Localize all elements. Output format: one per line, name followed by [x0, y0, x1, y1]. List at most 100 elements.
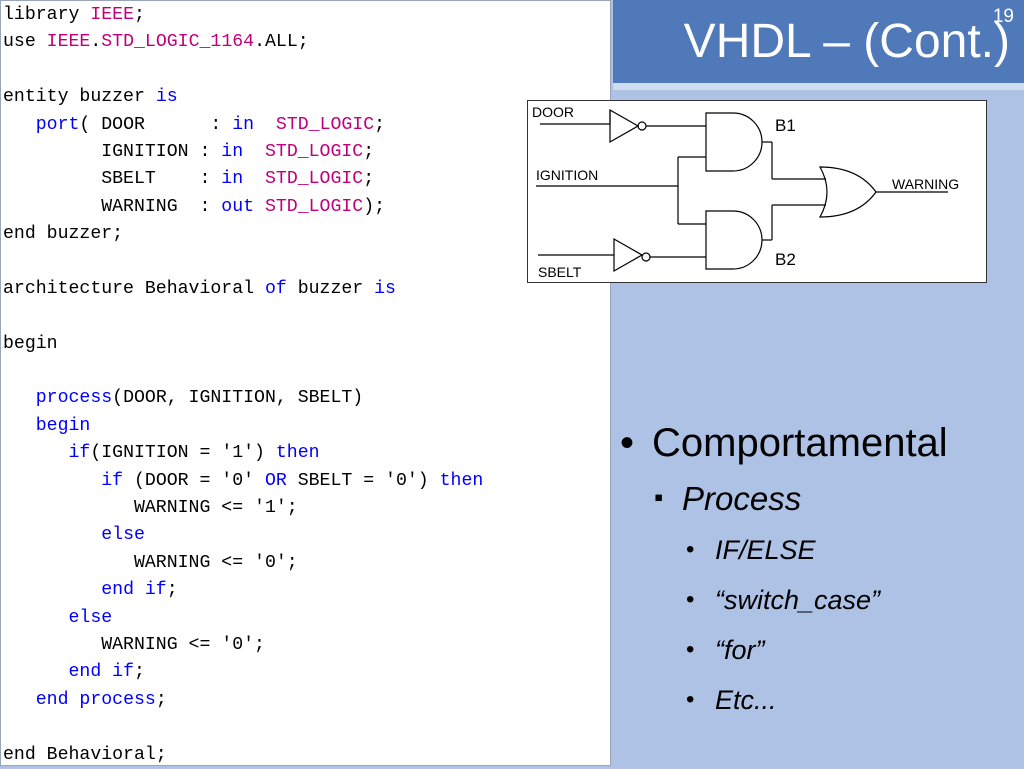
- code-token: OR: [264, 470, 287, 491]
- code-token: (DOOR, IGNITION, SBELT): [112, 388, 364, 409]
- code-token: use: [3, 32, 47, 53]
- code-token: end if: [68, 662, 135, 683]
- logic-circuit-diagram: DOOR IGNITION SBELT B1 B2 WARNING: [527, 100, 987, 283]
- label-ignition: IGNITION: [536, 167, 598, 183]
- code-token: port: [35, 114, 80, 135]
- code-token: .: [90, 32, 102, 53]
- code-line: library IEEE;: [3, 2, 483, 29]
- code-token: of: [264, 278, 287, 299]
- bullet-level3-item: “switch_case”: [620, 582, 1020, 618]
- code-line: if(IGNITION = '1') then: [3, 440, 483, 467]
- code-line: if (DOOR = '0' OR SBELT = '0') then: [3, 468, 483, 495]
- code-line: [3, 249, 483, 276]
- bullet-level3-item: Etc...: [620, 682, 1020, 718]
- code-token: end buzzer;: [3, 224, 124, 245]
- code-token: [243, 169, 265, 189]
- code-token: if: [68, 443, 91, 464]
- code-token: else: [68, 607, 113, 628]
- code-token: (DOOR = '0': [123, 470, 265, 491]
- code-line: end Behavioral;: [3, 742, 483, 769]
- code-token: [254, 115, 276, 135]
- code-line: entity buzzer is: [3, 84, 483, 111]
- code-token: ;: [155, 689, 167, 710]
- door-inverter: [609, 108, 640, 144]
- title-divider: [613, 83, 1024, 90]
- code-token: [3, 525, 101, 545]
- code-token: STD_LOGIC: [264, 141, 364, 162]
- code-token: end process: [35, 689, 156, 710]
- code-token: begin: [35, 415, 91, 436]
- code-token: architecture Behavioral: [3, 278, 265, 299]
- code-token: WARNING <= '1';: [3, 498, 298, 519]
- label-b1: B1: [775, 116, 796, 135]
- code-token: IGNITION :: [3, 141, 222, 162]
- circuit-svg: DOOR IGNITION SBELT B1 B2 WARNING: [532, 104, 959, 280]
- label-door: DOOR: [532, 104, 574, 120]
- code-token: SBELT = '0'): [286, 470, 440, 491]
- code-line: WARNING <= '1';: [3, 495, 483, 522]
- code-token: SBELT :: [3, 169, 222, 190]
- code-line: IGNITION : in STD_LOGIC;: [3, 139, 483, 166]
- code-token: [3, 580, 101, 600]
- code-line: process(DOOR, IGNITION, SBELT): [3, 385, 483, 412]
- code-line: end if;: [3, 659, 483, 686]
- code-token: [3, 690, 36, 710]
- code-line: architecture Behavioral of buzzer is: [3, 276, 483, 303]
- code-token: [243, 142, 265, 162]
- label-warning: WARNING: [892, 176, 959, 192]
- slide-title: VHDL – (Cont.): [683, 15, 1010, 68]
- or-gate: [818, 166, 877, 218]
- code-token: [3, 115, 36, 135]
- code-token: buzzer: [286, 278, 375, 299]
- code-token: in: [221, 141, 244, 162]
- bullet-level3-item: “for”: [620, 632, 1020, 668]
- code-token: STD_LOGIC: [264, 196, 364, 217]
- code-token: then: [439, 470, 484, 491]
- code-token: [3, 443, 69, 463]
- code-line: port( DOOR : in STD_LOGIC;: [3, 112, 483, 139]
- bullet-level2: Process: [620, 476, 1020, 520]
- code-token: out: [221, 196, 255, 217]
- code-token: STD_LOGIC_1164: [101, 32, 255, 53]
- code-token: is: [374, 278, 396, 299]
- code-line: end buzzer;: [3, 221, 483, 248]
- code-token: WARNING :: [3, 196, 222, 217]
- code-line: [3, 714, 483, 741]
- code-token: end if: [101, 580, 167, 601]
- code-panel: library IEEE;use IEEE.STD_LOGIC_1164.ALL…: [0, 0, 611, 766]
- code-line: WARNING : out STD_LOGIC);: [3, 194, 483, 221]
- code-token: IEEE: [46, 32, 91, 53]
- code-token: [3, 662, 69, 682]
- code-line: else: [3, 522, 483, 549]
- code-token: );: [363, 196, 386, 217]
- code-token: in: [221, 169, 244, 190]
- code-token: [3, 416, 36, 436]
- code-token: ;: [363, 141, 375, 162]
- code-token: ;: [134, 662, 145, 683]
- bullet-level3-item: IF/ELSE: [620, 532, 1020, 568]
- code-token: begin: [3, 333, 58, 354]
- code-token: ;: [363, 169, 375, 190]
- code-line: end process;: [3, 687, 483, 714]
- code-token: process: [35, 388, 113, 409]
- code-line: begin: [3, 331, 483, 358]
- code-token: ;: [134, 5, 145, 25]
- slide-number: 19: [992, 6, 1014, 27]
- code-token: IEEE: [90, 5, 134, 25]
- code-line: else: [3, 605, 483, 632]
- code-token: then: [275, 443, 320, 464]
- code-line: [3, 303, 483, 330]
- code-token: [254, 197, 265, 217]
- code-token: WARNING <= '0';: [3, 634, 265, 655]
- code-token: end Behavioral;: [3, 744, 167, 765]
- bullet-level1: Comportamental: [620, 418, 1020, 468]
- bullet-list: Comportamental Process IF/ELSE “switch_c…: [620, 418, 1020, 732]
- code-token: STD_LOGIC: [264, 169, 364, 190]
- code-token: else: [101, 525, 145, 546]
- code-line: end if;: [3, 577, 483, 604]
- code-token: [3, 471, 101, 491]
- code-line: use IEEE.STD_LOGIC_1164.ALL;: [3, 29, 483, 56]
- vhdl-code-listing: library IEEE;use IEEE.STD_LOGIC_1164.ALL…: [3, 2, 483, 769]
- sbelt-inverter: [613, 237, 644, 273]
- label-b2: B2: [775, 250, 796, 269]
